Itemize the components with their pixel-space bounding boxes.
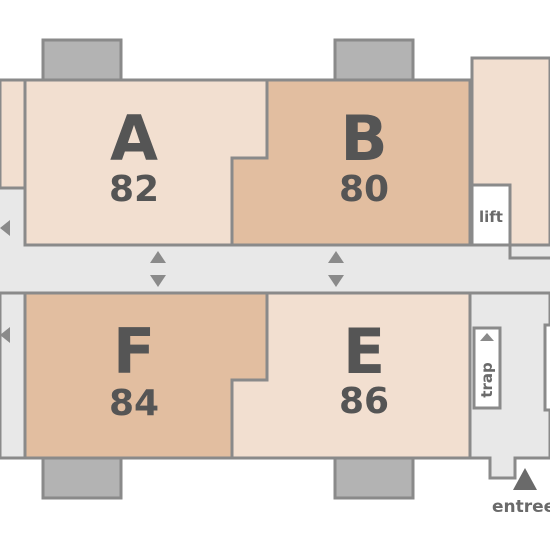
unit-f-letter: F: [113, 315, 155, 388]
trap-label: trap: [478, 362, 496, 398]
trap: [472, 326, 502, 410]
lift-label: lift: [479, 208, 503, 226]
unit-e-letter: E: [343, 315, 385, 388]
unit-f-area: 84: [109, 383, 159, 424]
arrow-up-down-2-icon: [328, 251, 344, 287]
left-wall: [0, 291, 27, 460]
lift-door-wall: [508, 245, 550, 260]
arrow-up-down-1-icon: [150, 251, 166, 287]
balcony-a: [41, 38, 123, 82]
unit-a-letter: A: [110, 102, 158, 175]
unit-a-area: 82: [109, 169, 159, 210]
balcony-f: [41, 456, 123, 500]
left-stair-area: [0, 78, 27, 190]
entrance-label: entree: [492, 497, 550, 517]
trap-arrow-icon: [480, 333, 494, 341]
arrow-left-1-icon: [0, 220, 10, 236]
unit-b-area: 80: [339, 169, 389, 210]
unit-b: [230, 78, 472, 247]
entrance-arrow-icon: [513, 468, 537, 490]
unit-b-letter: B: [340, 102, 387, 175]
balcony-b: [333, 38, 415, 82]
lift: [470, 183, 512, 247]
arrow-left-2-icon: [0, 327, 10, 343]
right-lower-room: [543, 323, 550, 412]
balcony-e: [333, 456, 415, 500]
unit-e-area: 86: [339, 381, 389, 422]
